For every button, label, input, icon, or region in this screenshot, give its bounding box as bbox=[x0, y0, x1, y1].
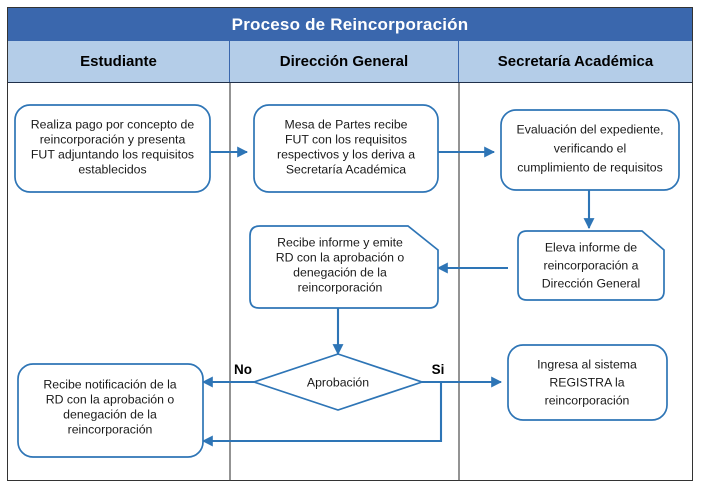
node-eleva-informe-shape bbox=[517, 230, 665, 301]
node-evaluacion-expediente[interactable]: Evaluación del expediente, verificando e… bbox=[500, 109, 680, 191]
node-ingresa-registra-line-1: Ingresa al sistema bbox=[537, 357, 637, 371]
node-aprobacion-label: Aprobación bbox=[307, 375, 369, 389]
lane-header-direccion-general: Dirección General bbox=[230, 41, 459, 82]
node-ingresa-registra-line-2: REGISTRA la bbox=[549, 375, 624, 389]
node-ingresa-registra-line-3: reincorporación bbox=[545, 393, 630, 407]
node-eleva-informe[interactable]: Eleva informe de reincorporación a Direc… bbox=[517, 230, 665, 301]
node-pago-fut-line-4: establecidos bbox=[78, 162, 146, 176]
node-eleva-informe-line-1: Eleva informe de bbox=[545, 240, 637, 254]
node-mesa-partes-line-2: FUT con los requisitos bbox=[285, 132, 407, 146]
node-ingresa-registra-shape bbox=[507, 344, 668, 421]
lane-header-row: Estudiante Dirección General Secretaría … bbox=[8, 41, 692, 83]
node-recibe-notificacion-shape bbox=[17, 363, 204, 458]
node-recibe-informe-shape bbox=[249, 225, 439, 309]
node-evaluacion-line-3: cumplimiento de requisitos bbox=[517, 160, 663, 174]
node-pago-fut-shape bbox=[14, 104, 211, 193]
diagram-title: Proceso de Reincorporación bbox=[8, 8, 692, 41]
node-evaluacion-expediente-shape bbox=[500, 109, 680, 191]
node-mesa-partes-line-4: Secretaría Académica bbox=[286, 162, 406, 176]
node-recibe-informe-line-2: RD con la aprobación o bbox=[276, 250, 405, 264]
diagram-frame bbox=[7, 7, 693, 481]
node-evaluacion-line-2: verificando el bbox=[554, 141, 626, 155]
node-mesa-partes-line-1: Mesa de Partes recibe bbox=[284, 117, 407, 131]
node-recibe-informe-line-1: Recibe informe y emite bbox=[277, 235, 403, 249]
lane-header-estudiante: Estudiante bbox=[8, 41, 230, 82]
node-aprobacion-shape bbox=[251, 353, 425, 411]
node-recibe-informe-emite-rd[interactable]: Recibe informe y emite RD con la aprobac… bbox=[249, 225, 439, 309]
branch-label-si: Si bbox=[432, 362, 445, 377]
node-evaluacion-line-1: Evaluación del expediente, bbox=[517, 122, 664, 136]
node-mesa-partes[interactable]: Mesa de Partes recibe FUT con los requis… bbox=[253, 104, 439, 193]
node-pago-fut[interactable]: Realiza pago por concepto de reincorpora… bbox=[14, 104, 211, 193]
node-pago-fut-line-3: FUT adjuntando los requisitos bbox=[31, 147, 194, 161]
node-mesa-partes-line-3: respectivos y los deriva a bbox=[277, 147, 415, 161]
node-pago-fut-line-1: Realiza pago por concepto de bbox=[31, 117, 195, 131]
node-recibe-notificacion-line-2: RD con la aprobación o bbox=[46, 392, 175, 406]
node-pago-fut-line-2: reincorporación y presenta bbox=[40, 132, 186, 146]
node-recibe-notificacion-line-4: reincorporación bbox=[68, 422, 153, 436]
branch-label-no: No bbox=[234, 362, 252, 377]
lane-header-secretaria-academica: Secretaría Académica bbox=[459, 41, 692, 82]
node-recibe-notificacion-line-1: Recibe notificación de la bbox=[43, 377, 176, 391]
edge-aprobacion-si-to-notificacion bbox=[201, 382, 443, 447]
node-aprobacion[interactable]: Aprobación bbox=[251, 353, 425, 411]
node-recibe-informe-line-4: reincorporación bbox=[298, 280, 383, 294]
node-ingresa-registra[interactable]: Ingresa al sistema REGISTRA la reincorpo… bbox=[507, 344, 668, 421]
node-recibe-informe-line-3: denegación de la bbox=[293, 265, 387, 279]
node-eleva-informe-line-2: reincorporación a bbox=[543, 258, 638, 272]
node-mesa-partes-shape bbox=[253, 104, 439, 193]
node-recibe-notificacion[interactable]: Recibe notificación de la RD con la apro… bbox=[17, 363, 204, 458]
node-recibe-notificacion-line-3: denegación de la bbox=[63, 407, 157, 421]
node-eleva-informe-line-3: Dirección General bbox=[542, 276, 640, 290]
